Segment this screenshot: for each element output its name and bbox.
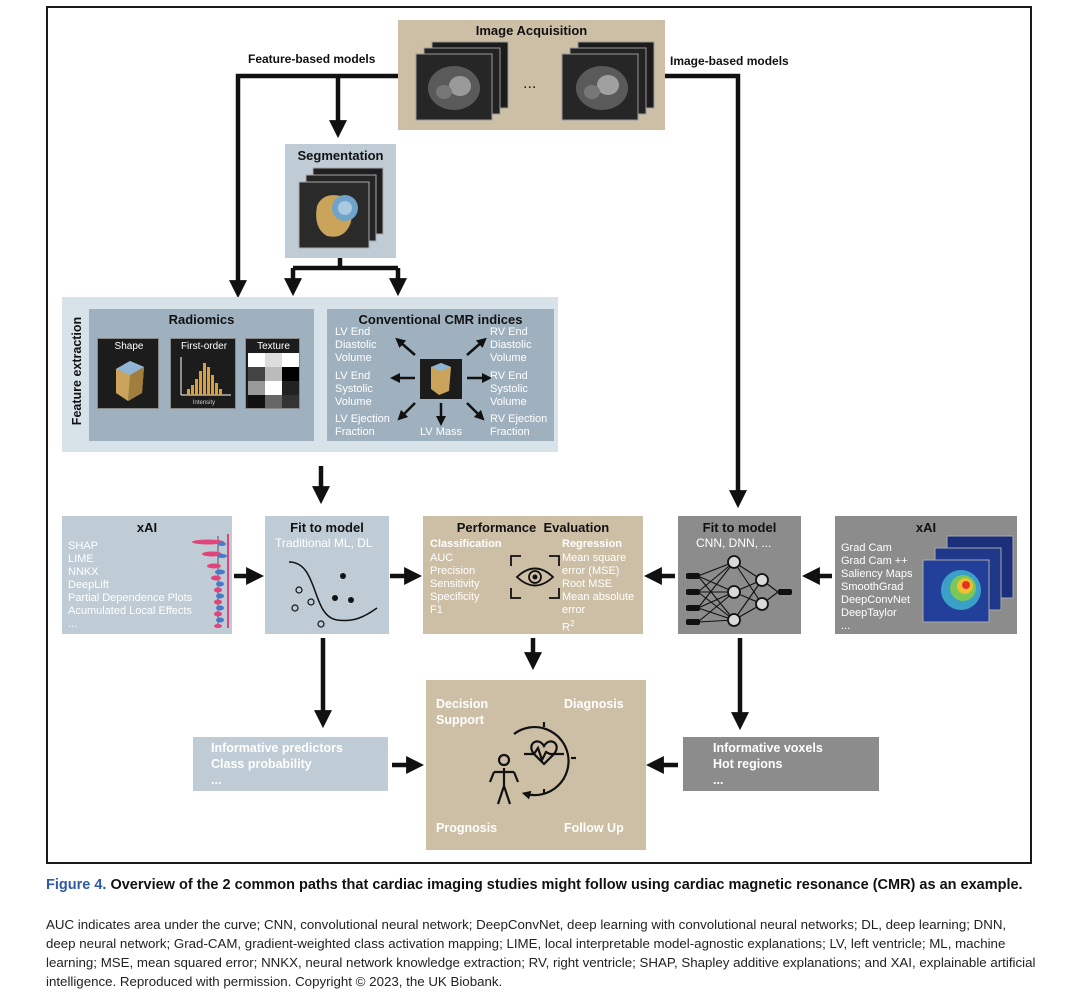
fit-model-right-subtitle: CNN, DNN, ... [696,536,772,550]
regression-item: Mean absolute [562,591,635,603]
cmr-stack-left-icon [415,41,509,121]
segmentation-box: Segmentation [285,144,396,258]
feature-extraction-label: Feature extraction [70,316,84,426]
xai-right-item: ... [841,620,851,632]
segmentation-title: Segmentation [297,148,384,163]
performance-title: Performance Evaluation [456,520,610,535]
xai-left-item: Partial Dependence Plots [68,592,193,604]
xai-left-item: SHAP [68,540,98,552]
segmentation-stack-icon [298,167,384,249]
informative-voxels-box: Informative voxels Hot regions ... [683,737,879,791]
shape-3d-icon [116,361,144,401]
first-order-label: First-order [180,341,228,352]
regression-title: Regression [562,538,622,550]
xai-left-item: Acumulated Local Effects [68,605,192,617]
performance-evaluation-box: Performance Evaluation Classification AU… [423,516,643,634]
xai-right-item: DeepConvNet [841,594,911,606]
figure-caption-body: AUC indicates area under the curve; CNN,… [46,917,1036,989]
informative-predictors-box: Informative predictors Class probability… [193,737,388,791]
cmr-indices-title: Conventional CMR indices [358,312,523,327]
image-based-label: Image-based models [670,54,789,68]
diagnosis-label: Diagnosis [564,697,624,711]
image-acquisition-box: Image Acquisition ... [398,20,665,130]
classification-item: Precision [430,565,476,577]
regression-item: error (MSE) [562,565,620,577]
xai-right-item: Grad Cam [841,542,892,554]
voxels-list: Informative voxels Hot regions ... [713,741,823,787]
classification-item: Sensitivity [430,578,480,590]
cmr-center-icon [390,337,492,426]
figure-title: Overview of the 2 common paths that card… [106,877,1023,893]
xai-right-item: SmoothGrad [841,581,904,593]
classification-item: AUC [430,552,454,564]
classifier-plot-icon [288,561,378,628]
saliency-map-stack-icon [922,535,1014,623]
acquisition-ellipsis: ... [523,75,537,92]
histogram-icon [180,357,231,396]
xai-left-item: LIME [68,553,94,565]
xai-left-item: NNKX [68,566,99,578]
fit-model-right-box: Fit to model CNN, DNN, ... [678,516,801,634]
figure-frame [46,6,1032,864]
fit-model-left-subtitle: Traditional ML, DL [275,536,373,550]
classification-item: Specificity [430,591,480,603]
shape-thumbnail: Shape [97,338,159,409]
shap-beeswarm-icon [192,534,229,628]
figure-label: Figure 4. [46,877,107,893]
classification-list: AUC Precision Sensitivity Specificity F1 [430,552,480,617]
xai-left-list: SHAP LIME NNKX DeepLift Partial Dependen… [68,540,192,631]
intensity-label: Intensity [192,400,216,406]
xai-right-box: xAI Grad Cam Grad Cam ++ Saliency Maps S… [835,516,1017,634]
xai-right-item: Saliency Maps [841,568,913,580]
xai-right-item: DeepTaylor [841,607,897,619]
texture-thumbnail: Texture [245,338,300,409]
regression-r2: R2 [562,619,575,634]
xai-left-box: xAI [62,516,232,634]
xai-right-list: Grad Cam Grad Cam ++ Saliency Maps Smoot… [841,542,913,633]
regression-item: Root MSE [562,578,613,590]
first-order-thumbnail: First-order Intensity [170,338,236,409]
regression-list: Mean square error (MSE) Root MSE Mean ab… [562,552,634,635]
shape-label: Shape [114,341,144,352]
xai-right-title: xAI [915,520,937,535]
classification-item: F1 [430,604,443,616]
texture-grid-icon [248,353,299,408]
xai-right-item: Grad Cam ++ [841,555,908,567]
classification-title: Classification [430,538,502,550]
xai-left-item: ... [68,618,78,630]
flow-arrows [229,73,832,774]
prognosis-label: Prognosis [436,821,498,835]
decision-support-label: Decision Support [436,697,489,727]
cmr-stack-right-icon [561,41,655,121]
feature-extraction-label-wrap: Feature extraction [64,300,84,450]
decision-box: Decision Support Diagnosis Prognosis Fol… [426,680,646,850]
radiomics-box: Radiomics Shape First-order [89,309,314,441]
eye-scan-icon [510,555,560,599]
lv-mass: LV Mass [420,426,462,438]
regression-item: error [562,604,586,616]
xai-left-item: DeepLift [68,579,109,591]
regression-item: Mean square [562,552,627,564]
feature-based-label: Feature-based models [248,52,376,66]
radiomics-title: Radiomics [168,312,235,327]
fit-model-left-box: Fit to model Traditional ML, DL [265,516,389,634]
figure-caption-title: Figure 4. Overview of the 2 common paths… [46,876,1036,895]
texture-label: Texture [257,341,290,352]
patient-clock-heart-icon [488,722,576,805]
follow-up-label: Follow Up [564,821,624,835]
predictors-list: Informative predictors Class probability… [211,741,343,787]
neural-network-icon [686,555,792,627]
fit-model-left-title: Fit to model [290,520,364,535]
fit-model-right-title: Fit to model [702,520,777,535]
image-acquisition-title: Image Acquisition [475,23,588,38]
xai-left-title: xAI [136,520,158,535]
